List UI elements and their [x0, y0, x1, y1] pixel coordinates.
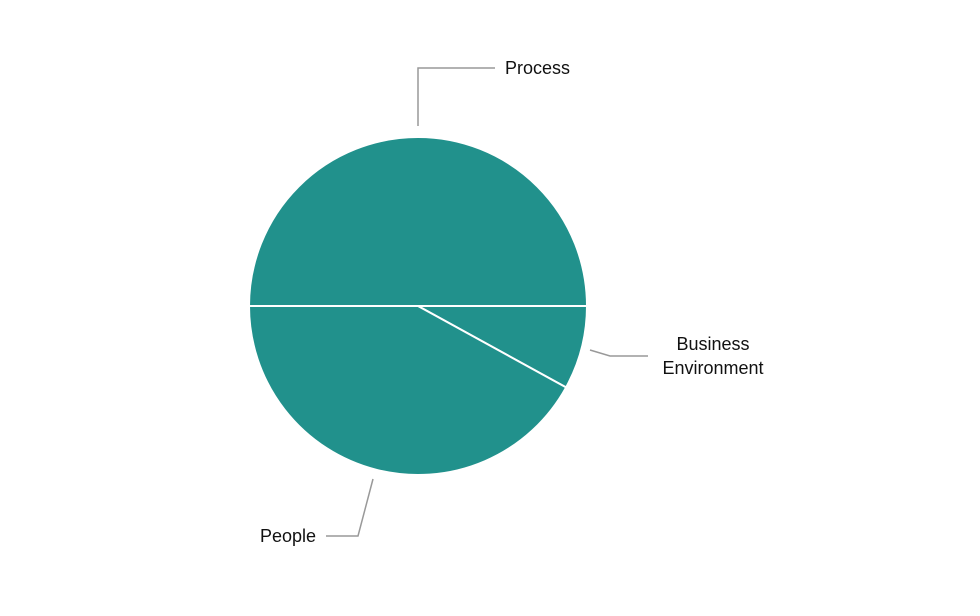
pie-slices [247, 136, 589, 477]
leader-line-business-environment [589, 349, 648, 357]
leader-lines [326, 67, 648, 537]
slice-label-process: Process [505, 58, 570, 78]
leader-line-people [326, 478, 374, 537]
pie-slice-people [247, 305, 568, 477]
leader-line-process [417, 67, 495, 126]
slice-label-people: People [260, 526, 316, 546]
pie-slice-process [247, 136, 589, 307]
